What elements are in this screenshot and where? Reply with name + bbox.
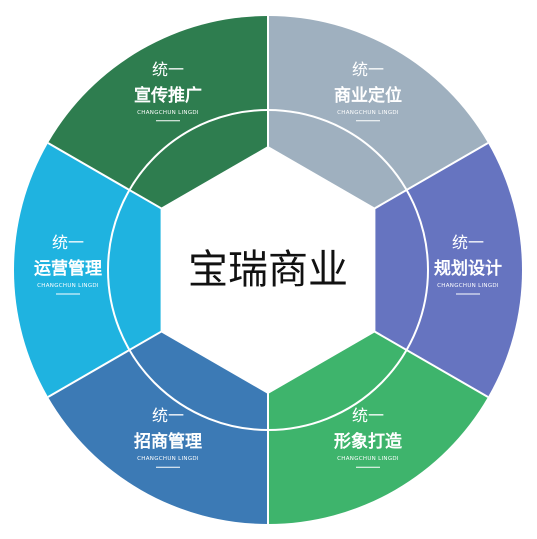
center-hexagon bbox=[160, 146, 376, 394]
segment-subtitle: CHANGCHUN LINGDI bbox=[437, 283, 499, 289]
segment-title: 规划设计 bbox=[434, 258, 502, 279]
segment-subtitle: CHANGCHUN LINGDI bbox=[137, 456, 199, 462]
segment-title: 运营管理 bbox=[34, 258, 102, 279]
segment-top-label: 统一 bbox=[352, 60, 384, 79]
segment-subtitle: CHANGCHUN LINGDI bbox=[137, 110, 199, 116]
segment-top-label: 统一 bbox=[152, 406, 184, 425]
segment-planning-wedge bbox=[268, 143, 522, 397]
segment-subtitle: CHANGCHUN LINGDI bbox=[337, 456, 399, 462]
segment-operation-wedge bbox=[13, 143, 268, 397]
segment-top-label: 统一 bbox=[152, 60, 184, 79]
segment-subtitle: CHANGCHUN LINGDI bbox=[337, 110, 399, 116]
segment-subtitle: CHANGCHUN LINGDI bbox=[37, 283, 99, 289]
segment-title: 形象打造 bbox=[334, 431, 403, 452]
segment-title: 商业定位 bbox=[334, 85, 402, 106]
segment-title: 招商管理 bbox=[134, 431, 202, 452]
segment-top-label: 统一 bbox=[352, 406, 384, 425]
center-title: 宝瑞商业 bbox=[188, 247, 348, 293]
segment-top-label: 统一 bbox=[452, 233, 484, 252]
inner-ring bbox=[107, 109, 429, 431]
segment-top-label: 统一 bbox=[52, 233, 84, 252]
segment-title: 宣传推广 bbox=[134, 85, 202, 106]
